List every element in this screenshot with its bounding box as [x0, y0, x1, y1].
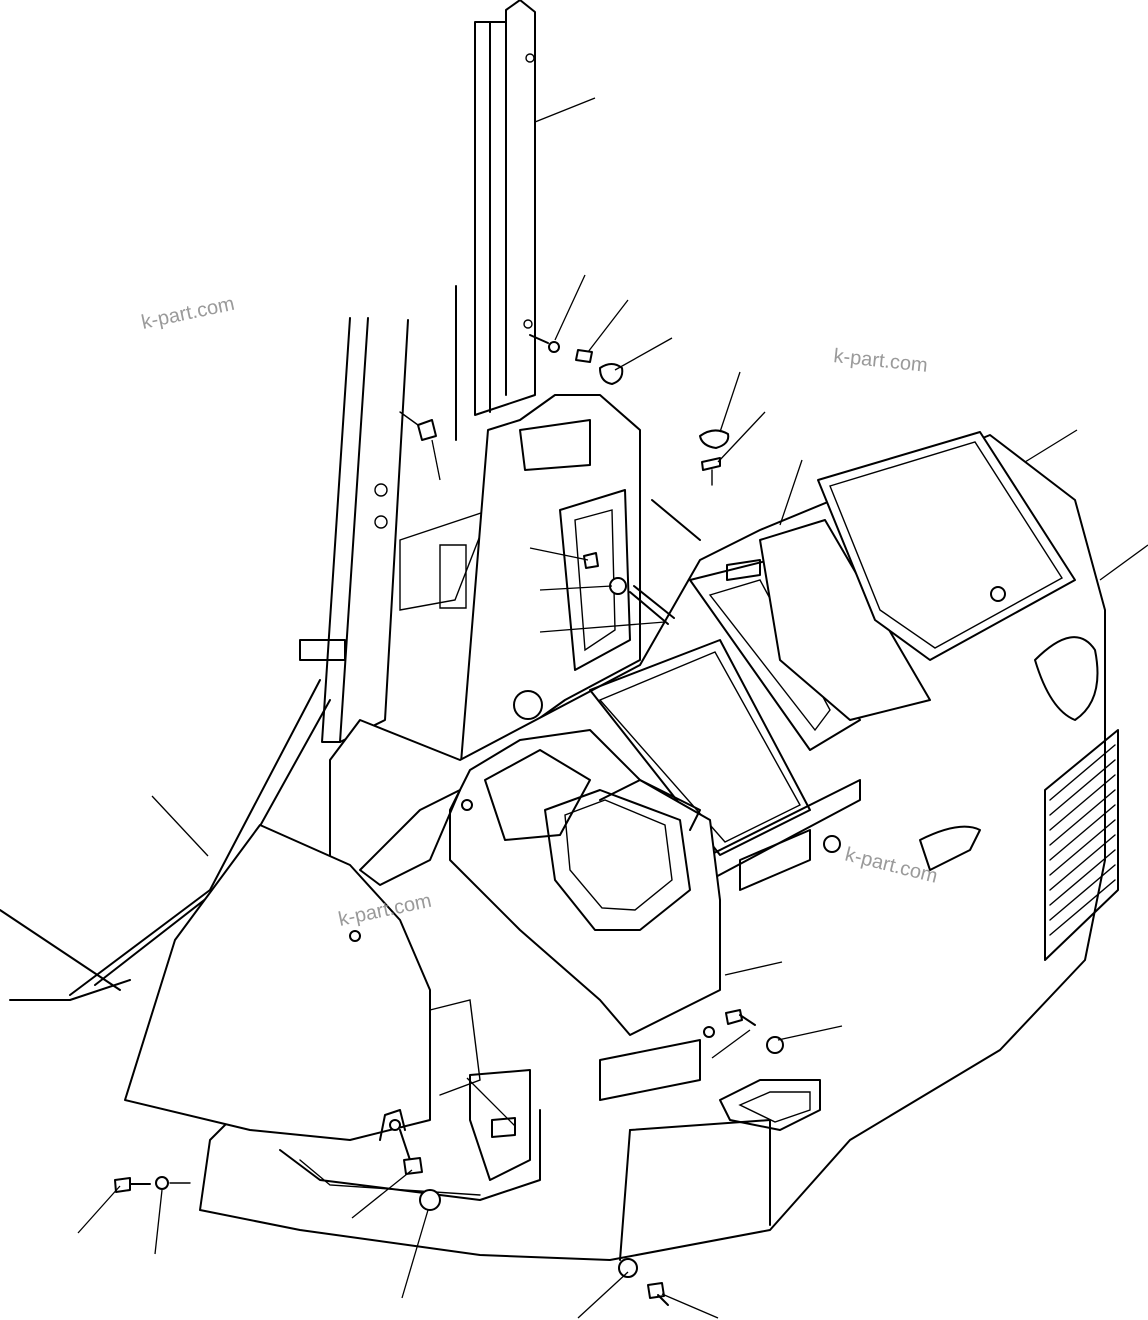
washer-icon — [389, 1119, 401, 1131]
watermark-text: k-part.com — [832, 345, 928, 377]
washer-icon — [548, 341, 560, 353]
cap-icon — [599, 363, 624, 385]
leader-lines — [77, 97, 1148, 1319]
lever-cover — [359, 729, 721, 1038]
side-grille — [1044, 729, 1119, 961]
upper-channel-bar — [474, 0, 536, 416]
bolt-icon — [114, 1177, 131, 1193]
console-top-cover — [759, 431, 1099, 721]
watermark-text: k-part.com — [139, 293, 236, 334]
nut-icon — [417, 419, 437, 441]
cap-icon — [419, 1189, 441, 1211]
hardware — [114, 334, 756, 1306]
cap-icon — [699, 429, 730, 449]
screw-icon — [701, 457, 721, 471]
front-panel — [124, 824, 531, 1181]
washer-icon — [618, 1258, 638, 1278]
washer-icon — [155, 1176, 169, 1190]
bolt-icon — [647, 1282, 665, 1299]
bolt-icon — [403, 1157, 423, 1175]
bolt-icon — [725, 1009, 743, 1025]
nut-icon — [583, 552, 599, 569]
cab-frame — [0, 285, 701, 1001]
washer-icon — [609, 577, 627, 595]
